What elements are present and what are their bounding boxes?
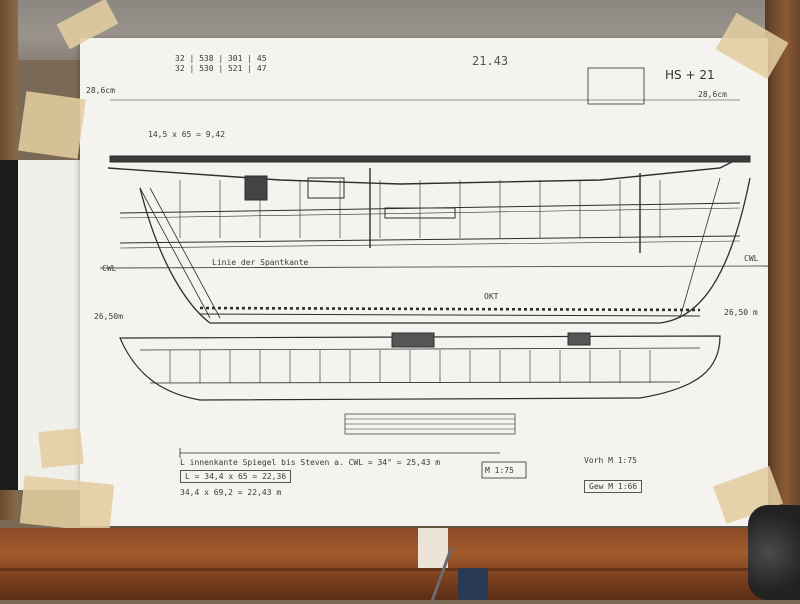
scale-note-2: Gew M 1:66 xyxy=(584,480,643,493)
sheet-number: 21.43 xyxy=(472,54,509,68)
frame-right xyxy=(765,0,800,520)
shelf-groove xyxy=(0,568,800,571)
cwl-left: CWL xyxy=(102,264,117,273)
drawing-code: HS + 21 xyxy=(665,68,715,82)
scale-box: M 1:75 xyxy=(485,466,514,475)
top-dimension: 14,5 x 65 = 9,42 xyxy=(148,130,226,139)
hook-plate xyxy=(418,528,448,568)
tape-left-1 xyxy=(18,91,86,159)
inner-note: Linie der Spantkante xyxy=(212,258,309,267)
dark-fixture xyxy=(748,505,800,600)
scale-note-1: Vorh M 1:75 xyxy=(584,456,637,465)
length-note: L innenkante Spiegel bis Steven a. CWL =… xyxy=(180,458,441,467)
tape-left-2 xyxy=(38,427,84,469)
dim-right: 26,50 m xyxy=(724,308,758,317)
header-code-2: 32 | 530 | 521 | 47 xyxy=(175,64,267,73)
cwl-right: CWL xyxy=(744,254,759,263)
ship-plan-drawing xyxy=(99,67,768,479)
left-offset: 28,6cm xyxy=(86,86,115,95)
tape-bottom-left xyxy=(19,475,115,533)
wooden-shelf xyxy=(0,528,800,600)
side-dark-edge xyxy=(0,160,18,490)
key-fob xyxy=(458,568,488,600)
length-box: L = 34,4 x 65 = 22,36 xyxy=(180,470,292,483)
right-offset: 28,6cm xyxy=(698,90,727,99)
okt-label: OKT xyxy=(484,292,499,301)
header-code-1: 32 | 538 | 301 | 45 xyxy=(175,54,267,63)
dim-left: 26,50m xyxy=(94,312,123,321)
ship-plan-sheet: 32 | 538 | 301 | 45 32 | 530 | 521 | 47 … xyxy=(80,38,768,526)
length-calc: 34,4 x 69,2 = 22,43 m xyxy=(180,488,282,497)
